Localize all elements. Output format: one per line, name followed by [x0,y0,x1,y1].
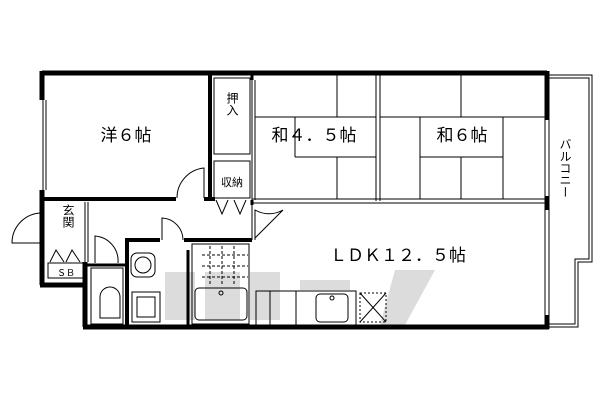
room-label-ldk: ＬＤＫ１２．５帖 [330,246,466,266]
label-shoe-box: ＳＢ [57,269,75,279]
watermark-logo [165,270,435,325]
kitchen-counter [255,290,357,326]
fixtures [47,243,387,326]
refrigerator-space [359,292,387,323]
toilet-icon [99,286,121,319]
washing-machine-icon [134,256,152,274]
interior-walls [42,73,254,327]
windows [42,100,550,315]
shoe-box [47,262,84,279]
room-label-storage: 収納 [221,176,243,189]
partitions [84,75,545,262]
room-label-japanese-2: 和６帖 [437,126,488,146]
exterior-walls [39,70,550,330]
balcony [547,74,593,328]
room-label-entrance: 玄関 [61,203,75,228]
room-label-western: 洋６帖 [101,126,152,146]
sink-icon [315,293,349,323]
washbasin-icon [131,291,161,323]
doors [11,167,284,264]
room-label-balcony: バルコニー [558,138,572,198]
tatami-lines [255,75,545,199]
room-label-japanese-1: 和４．５帖 [272,126,357,146]
room-label-oshiire: 押入 [225,92,239,116]
bathtub-icon [194,287,248,321]
